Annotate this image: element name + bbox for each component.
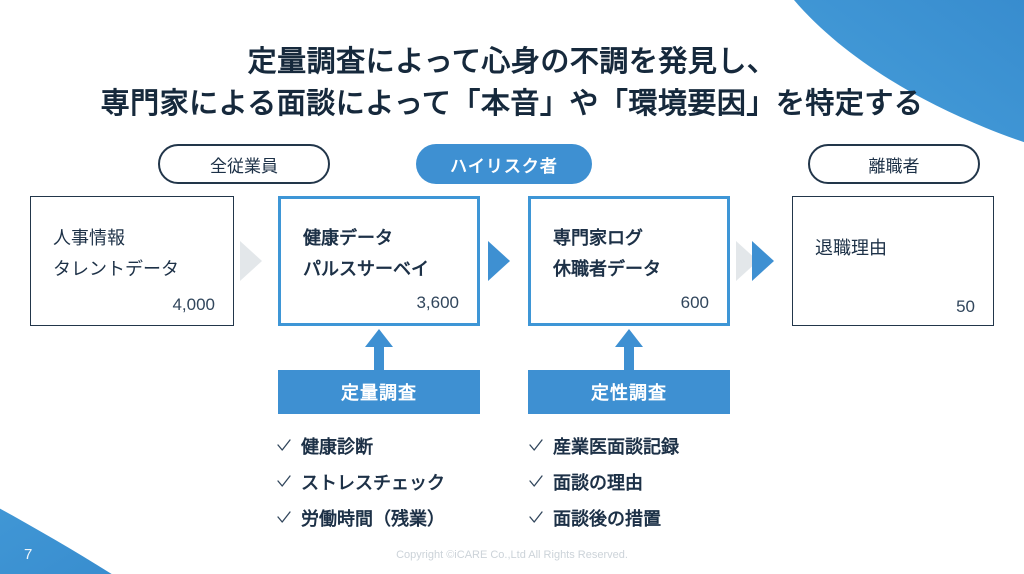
data-box-expert-log-count: 600 — [680, 293, 709, 312]
triangle-right-icon-flow-3-front — [752, 241, 774, 281]
data-box-hr-data-line-2: タレントデータ — [53, 259, 179, 279]
list-item: 労働時間（残業） — [276, 500, 445, 536]
list-item-label: 面談後の措置 — [553, 509, 661, 529]
survey-bar-qualitative-label: 定性調査 — [591, 383, 667, 403]
category-pill-high-risk: ハイリスク者 — [416, 144, 592, 184]
data-box-hr-data-line-1: 人事情報 — [53, 228, 125, 249]
check-icon — [277, 511, 291, 523]
check-icon — [529, 475, 543, 487]
checklist-qualitative: 産業医面談記録 面談の理由 面談後の措置 — [528, 428, 679, 536]
category-pill-all-employees: 全従業員 — [158, 144, 330, 184]
triangle-right-icon-flow-1 — [240, 241, 262, 281]
data-box-health-data-count: 3,600 — [416, 293, 459, 312]
data-box-exit-reason-lines: 退職理由 — [815, 213, 975, 298]
list-item-label: ストレスチェック — [301, 473, 445, 493]
list-item: ストレスチェック — [276, 464, 445, 500]
data-box-exit-reason-count: 50 — [956, 297, 975, 316]
list-item: 面談後の措置 — [528, 500, 679, 536]
category-pill-leavers-label: 離職者 — [868, 156, 920, 176]
data-box-health-data-lines: 健康データ パルスサーベイ — [303, 215, 459, 294]
data-box-expert-log: 専門家ログ 休職者データ 600 — [528, 196, 730, 326]
arrow-up-icon-qualitative — [615, 329, 643, 375]
check-icon — [529, 439, 543, 451]
triangle-right-icon-flow-2 — [488, 241, 510, 281]
list-item-label: 健康診断 — [301, 437, 373, 457]
list-item-label: 面談の理由 — [553, 473, 643, 493]
page-number: 7 — [24, 546, 33, 563]
list-item-label: 労働時間（残業） — [301, 509, 445, 529]
data-box-hr-data-lines: 人事情報 タレントデータ — [53, 213, 215, 296]
page-title-line-2: 専門家による面談によって「本音」や「環境要因」を特定する — [100, 88, 924, 121]
data-box-hr-data-count: 4,000 — [172, 295, 215, 314]
list-item-label: 産業医面談記録 — [553, 437, 679, 457]
data-box-expert-log-line-2: 休職者データ — [553, 259, 661, 279]
survey-bar-quantitative-label: 定量調査 — [341, 383, 417, 403]
check-icon — [277, 439, 291, 451]
page-title-line-1: 定量調査によって心身の不調を発見し、 — [247, 46, 777, 79]
copyright-notice: Copyright ©iCARE Co.,Ltd All Rights Rese… — [396, 549, 628, 561]
survey-bar-qualitative: 定性調査 — [528, 370, 730, 414]
list-item: 面談の理由 — [528, 464, 679, 500]
check-icon — [277, 475, 291, 487]
data-box-health-data: 健康データ パルスサーベイ 3,600 — [278, 196, 480, 326]
data-box-health-data-line-1: 健康データ — [303, 228, 393, 249]
data-box-expert-log-lines: 専門家ログ 休職者データ — [553, 215, 709, 294]
data-box-exit-reason: 退職理由 50 — [792, 196, 994, 326]
data-box-hr-data: 人事情報 タレントデータ 4,000 — [30, 196, 234, 326]
list-item: 産業医面談記録 — [528, 428, 679, 464]
data-box-expert-log-line-1: 専門家ログ — [553, 228, 643, 249]
category-pill-high-risk-label: ハイリスク者 — [450, 156, 558, 176]
data-box-health-data-line-2: パルスサーベイ — [303, 259, 429, 279]
check-icon — [529, 511, 543, 523]
data-box-exit-reason-line-1: 退職理由 — [815, 238, 887, 258]
list-item: 健康診断 — [276, 428, 445, 464]
page-title: 定量調査によって心身の不調を発見し、 専門家による面談によって「本音」や「環境要… — [0, 41, 1024, 125]
arrow-up-icon-quantitative — [365, 329, 393, 375]
survey-bar-quantitative: 定量調査 — [278, 370, 480, 414]
category-pill-leavers: 離職者 — [808, 144, 980, 184]
checklist-quantitative: 健康診断 ストレスチェック 労働時間（残業） — [276, 428, 445, 536]
category-pill-all-employees-label: 全従業員 — [210, 156, 278, 176]
